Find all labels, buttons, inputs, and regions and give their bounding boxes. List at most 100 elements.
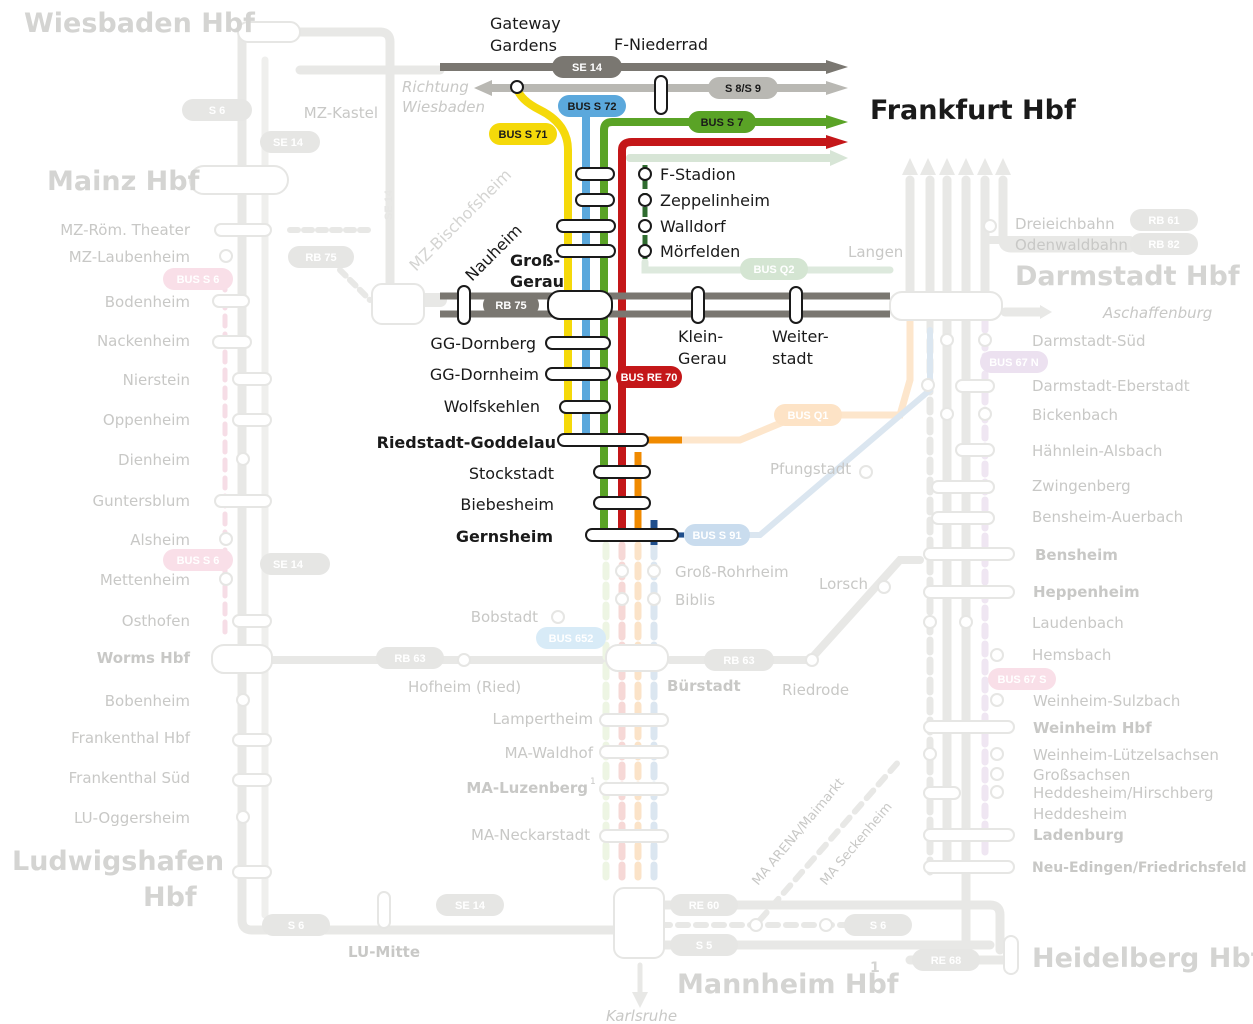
ludwigshafen-title-1: Ludwigshafen [12,846,224,877]
station-neu-edingen: Neu-Edingen/Friedrichsfeld [1032,860,1247,876]
station-bensheim: Bensheim [1035,546,1118,564]
station-heddesheim: Heddesheim [1033,805,1127,823]
station-lu-mitte: LU-Mitte [348,943,420,961]
badge-bus-652: BUS 652 [549,633,594,645]
badge-bus-s7: BUS S 7 [701,117,744,129]
station-niederrad: F-Niederrad [614,35,708,54]
station-riedstadt: Riedstadt-Goddelau [377,433,556,452]
station-nierstein: Nierstein [123,371,190,389]
badge-bus-s6-a: BUS S 6 [177,274,220,286]
line-badges: SE 14 S 8/S 9 BUS S 72 BUS S 7 BUS S 71 … [483,56,842,546]
faded-left-labels: MZ-Kastel MZ-Röm. Theater MZ-Laubenheim … [60,104,420,961]
station-weinheim-luetzel: Weinheim-Lützelsachsen [1033,746,1219,764]
ludwigshafen-title-2: Hbf [143,882,197,913]
mannheim-footnote: 1 [870,960,880,976]
station-lorsch: Lorsch [819,575,868,593]
station-heppenheim: Heppenheim [1033,583,1140,601]
mainz-hbf-title: Mainz Hbf [47,166,200,197]
frankfurt-hbf-title: Frankfurt Hbf [870,95,1076,126]
station-stockstadt: Stockstadt [469,464,554,483]
station-biebesheim: Biebesheim [460,495,554,514]
direction-karlsruhe: Karlsruhe [606,1007,677,1024]
station-gateway-1: Gateway [490,14,561,33]
station-oppenheim: Oppenheim [103,411,190,429]
station-alsheim: Alsheim [130,531,190,549]
mannheim-hbf-title: Mannheim Hbf [677,969,899,1000]
darmstadt-up-arrows [902,158,1011,175]
station-bobstadt: Bobstadt [471,608,538,626]
aschaffenburg-arrow-icon [1040,305,1052,319]
station-biblis: Biblis [675,591,715,609]
direction-aschaffenburg: Aschaffenburg [1102,304,1212,322]
faded-right-labels: Dreieichbahn Odenwaldbahn Darmstadt-Süd … [1015,215,1247,876]
badge-bus-q2: BUS Q2 [754,264,795,276]
station-klein-gerau-1: Klein- [678,327,723,346]
station-zwingenberg: Zwingenberg [1032,477,1131,495]
station-frankenthal-hbf: Frankenthal Hbf [71,729,191,747]
badge-se14: SE 14 [572,62,603,74]
badge-bus67s: BUS 67 S [998,674,1047,686]
se14-arrow-icon [826,60,848,74]
station-weinheim-sulzbach: Weinheim-Sulzbach [1033,692,1180,710]
karlsruhe-arrow-icon [632,992,648,1008]
station-heddesheim-hirschberg: Heddesheim/Hirschberg [1033,784,1214,802]
badge-s8s9: S 8/S 9 [725,83,761,95]
station-dornheim: GG-Dornheim [430,365,539,384]
active-station-capsules [457,75,803,542]
station-lampertheim: Lampertheim [493,710,593,728]
badge-rb63-a: RB 63 [394,653,425,665]
station-pfungstadt: Pfungstadt [770,460,851,478]
station-buerstadt: Bürstadt [667,677,741,695]
direction-wiesbaden-2: Wiesbaden [402,98,485,116]
station-riedrode: Riedrode [782,681,849,699]
badge-bus67n: BUS 67 N [989,357,1039,369]
station-eberstadt: Darmstadt-Eberstadt [1032,377,1190,395]
badge-rb75: RB 75 [495,300,526,312]
station-mz-laubenheim: MZ-Laubenheim [69,248,190,266]
station-gross-rohrheim: Groß-Rohrheim [675,563,789,581]
direction-labels: Richtung Wiesbaden Aschaffenburg Karlsru… [402,78,1212,1024]
station-hemsbach: Hemsbach [1032,646,1111,664]
badge-bus-q1: BUS Q1 [788,410,829,422]
hub-titles: Frankfurt Hbf Wiesbaden Hbf Mainz Hbf Da… [12,8,1253,1000]
station-osthofen: Osthofen [122,612,190,630]
badge-se14-bottom: SE 14 [455,900,486,912]
badge-bus-s91: BUS S 91 [693,530,742,542]
badge-se14-mainz: SE 14 [273,137,304,149]
station-lu-oggersheim: LU-Oggersheim [74,809,190,827]
station-odenwaldbahn: Odenwaldbahn [1015,236,1128,254]
station-haehnlein: Hähnlein-Alsbach [1032,442,1162,460]
darmstadt-hbf-title: Darmstadt Hbf [1015,261,1240,292]
direction-wiesbaden-1: Richtung [402,78,469,96]
station-moerfelden: Mörfelden [660,242,740,261]
badge-s6-bottom-right: S 6 [870,920,887,932]
badge-se14-alsheim: SE 14 [273,559,304,571]
badge-re60: RE 60 [689,900,720,912]
heidelberg-hbf-title: Heidelberg Hbf [1032,943,1253,974]
wiesbaden-hbf-title: Wiesbaden Hbf [24,8,255,39]
station-walldorf: Walldorf [660,217,726,236]
station-dienheim: Dienheim [118,451,190,469]
badge-rb82: RB 82 [1148,239,1179,251]
faded-line-badges: S 6 SE 14 RB 75 BUS S 6 BUS S 6 SE 14 RB… [163,99,1198,971]
station-nackenheim: Nackenheim [97,332,190,350]
station-laudenbach: Laudenbach [1032,614,1124,632]
station-weiterstadt-1: Weiter- [772,327,829,346]
station-ma-neckarstadt: MA-Neckarstadt [471,826,590,844]
s8s9-west-arrow-icon [474,80,492,96]
station-frankenthal-sued: Frankenthal Süd [69,769,190,787]
station-grosssachsen: Großsachsen [1033,766,1130,784]
faded-station-ticks-right [921,219,1015,874]
s8s9-east-arrow-icon [826,81,848,95]
station-ma-luzenberg: MA-Luzenberg [466,779,588,797]
station-bodenheim: Bodenheim [105,293,190,311]
station-mz-kastel: MZ-Kastel [304,104,378,122]
badge-rb75-faded: RB 75 [305,252,336,264]
faded-station-ticks-center [457,465,891,932]
station-gross-gerau-1: Groß- [510,251,560,270]
badge-rb61: RB 61 [1148,215,1179,227]
station-ma-waldhof: MA-Waldhof [505,744,594,762]
badge-s6-top: S 6 [209,105,226,117]
badge-bus-s71: BUS S 71 [499,129,548,141]
badge-s5: S 5 [696,940,713,952]
